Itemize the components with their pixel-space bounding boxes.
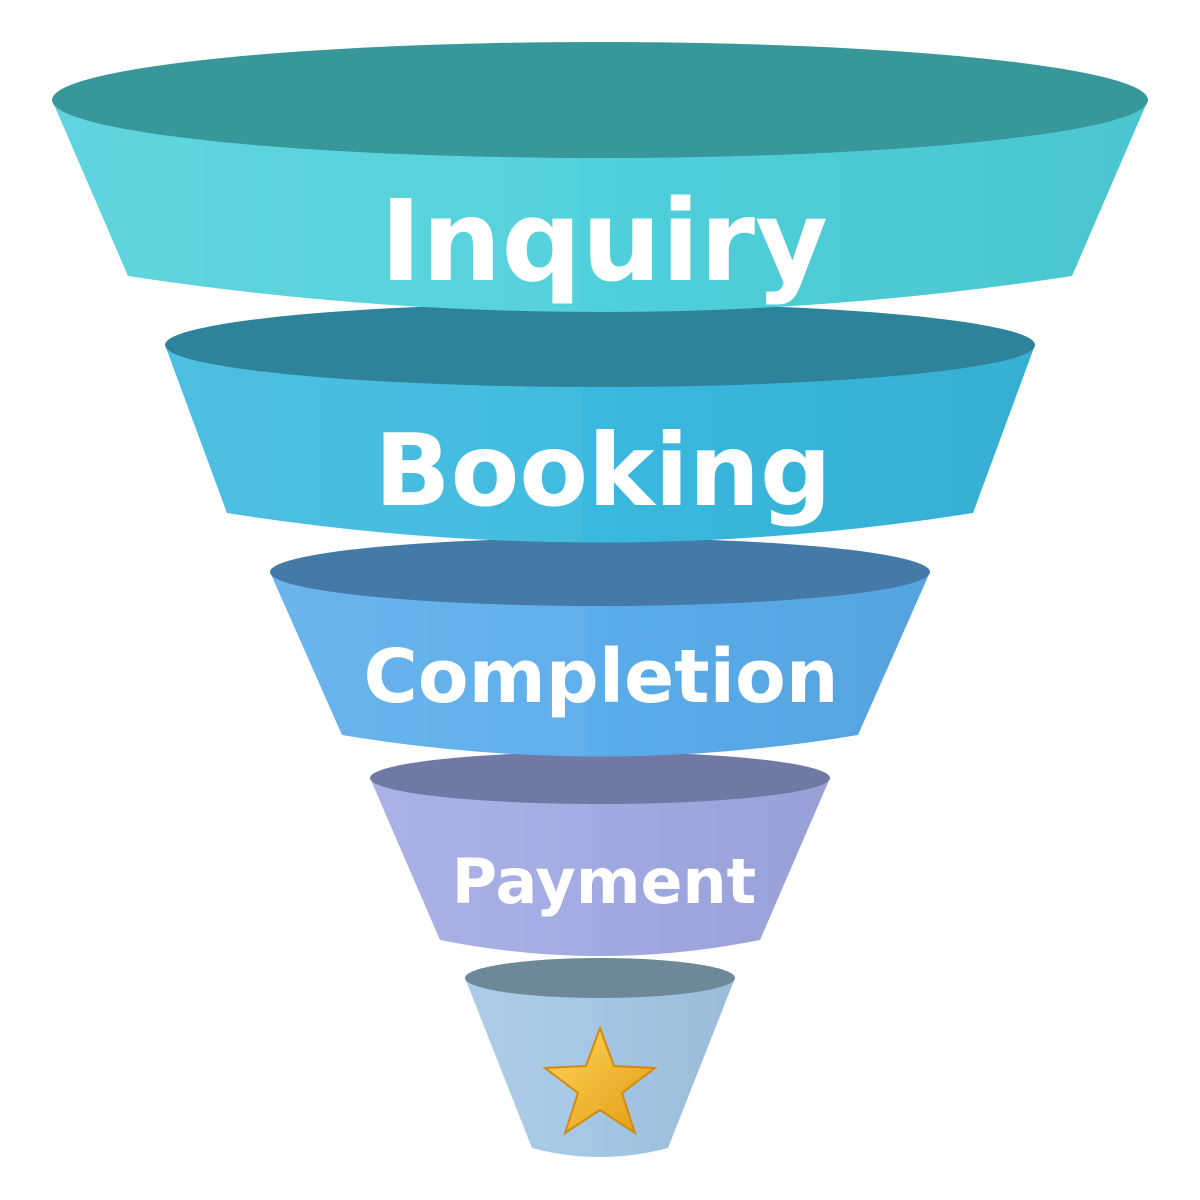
funnel-stage-2-shade: [165, 345, 1035, 543]
funnel-stage-4: Payment: [370, 752, 830, 956]
funnel-stage-2-rim: [165, 303, 1035, 387]
funnel-stage-5: [465, 958, 735, 1157]
star-icon: [542, 1025, 658, 1136]
funnel-stage-1-rim: [52, 42, 1148, 158]
funnel-stage-1-label: Inquiry: [380, 177, 828, 307]
funnel-stage-4-rim: [370, 752, 830, 804]
funnel-stage-3-label: Completion: [363, 634, 838, 720]
funnel-stage-4-shade: [370, 778, 830, 956]
funnel-stage-3-shade: [270, 572, 930, 757]
funnel-stage-5-rim: [465, 958, 735, 998]
funnel-stage-2-label: Booking: [374, 412, 831, 529]
funnel-stage-1: Inquiry: [52, 42, 1148, 312]
funnel-stage-2: Booking: [165, 303, 1035, 543]
funnel-stage-3-rim: [270, 538, 930, 606]
funnel-stage-4-label: Payment: [452, 845, 757, 918]
funnel-stage-1-shade: [52, 100, 1148, 312]
funnel-stage-3: Completion: [270, 538, 930, 757]
